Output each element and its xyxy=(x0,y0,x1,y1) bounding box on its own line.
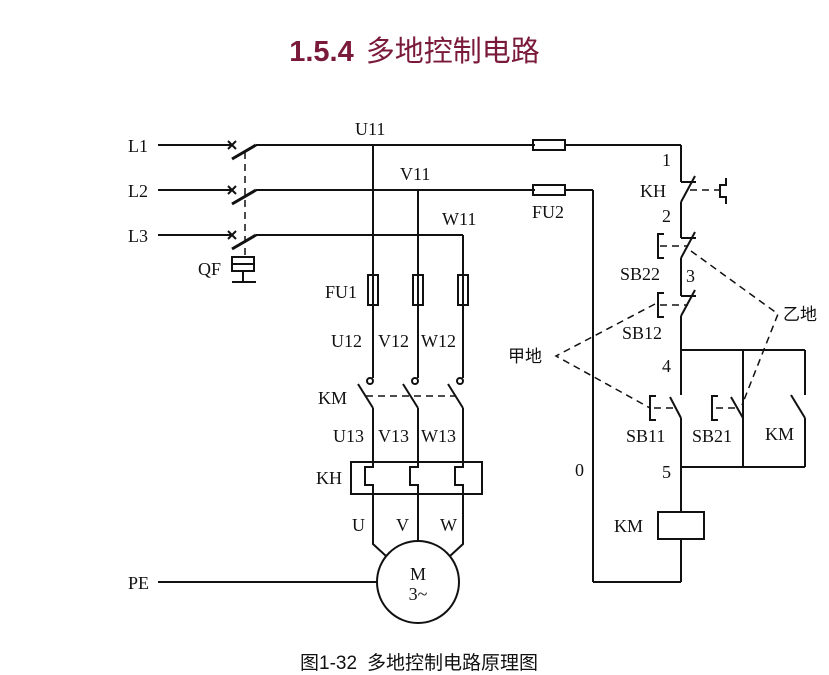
label-l2: L2 xyxy=(128,181,148,201)
wire-w xyxy=(449,494,464,557)
label-w11: W11 xyxy=(442,209,476,229)
kh-element xyxy=(364,462,374,494)
sb22-button-icon xyxy=(657,233,664,259)
label-km-coil: KM xyxy=(614,516,643,536)
label-km-main: KM xyxy=(318,388,347,408)
label-l3: L3 xyxy=(128,226,148,246)
page-title: 1.5.4 多地控制电路 xyxy=(0,28,829,70)
location-b-pointer xyxy=(690,250,779,406)
figure-caption: 图1-32 多地控制电路原理图 xyxy=(300,648,538,675)
label-fu1: FU1 xyxy=(325,282,357,302)
kh-thermal-actuator xyxy=(719,178,727,204)
breaker-blade xyxy=(231,143,257,161)
phase-inputs: L1 L2 L3 xyxy=(128,136,232,246)
figure-title: 多地控制电路原理图 xyxy=(367,652,539,674)
figure-number: 图1-32 xyxy=(300,653,358,674)
breaker-qf: QF xyxy=(198,140,257,283)
km-aux-blade xyxy=(790,394,806,419)
label-node-0: 0 xyxy=(575,460,584,480)
label-qf: QF xyxy=(198,259,221,279)
label-location-b: 乙地 xyxy=(783,305,817,325)
breaker-x-mark xyxy=(227,185,237,195)
label-w: W xyxy=(440,515,457,535)
contact-blade xyxy=(402,383,419,409)
motor-sub-label: 3~ xyxy=(409,584,428,604)
motor-label: M xyxy=(410,564,426,584)
fuse-fu1: FU1 xyxy=(325,274,469,306)
contact-blade xyxy=(357,383,374,409)
label-sb21: SB21 xyxy=(692,426,732,446)
label-w12: W12 xyxy=(421,331,456,351)
wire-u xyxy=(372,494,387,557)
contact-terminal xyxy=(366,377,374,385)
label-v11: V11 xyxy=(400,164,430,184)
breaker-x-mark xyxy=(227,140,237,150)
label-u: U xyxy=(352,515,365,535)
kh-element xyxy=(409,462,419,494)
sb21-button-icon xyxy=(711,395,718,421)
breaker-x-mark xyxy=(227,230,237,240)
label-fu2: FU2 xyxy=(532,202,564,222)
label-l1: L1 xyxy=(128,136,148,156)
label-km-aux: KM xyxy=(765,424,794,444)
label-v12: V12 xyxy=(378,331,409,351)
sb12-blade xyxy=(680,289,696,317)
label-w13: W13 xyxy=(421,426,456,446)
section-number: 1.5.4 xyxy=(289,36,354,68)
sb11-blade xyxy=(669,396,682,419)
fuse-fu2-top xyxy=(532,139,566,151)
label-node-1: 1 xyxy=(662,150,671,170)
label-v: V xyxy=(396,515,409,535)
thermal-relay-kh: KH xyxy=(316,461,483,495)
kh-element xyxy=(454,462,464,494)
label-node-2: 2 xyxy=(662,206,671,226)
label-sb22: SB22 xyxy=(620,264,660,284)
label-location-a: 甲地 xyxy=(508,347,542,367)
label-node-4: 4 xyxy=(662,356,671,376)
main-bus: U11 V11 W11 xyxy=(256,119,535,275)
km-coil xyxy=(657,511,705,540)
breaker-blade xyxy=(231,233,257,251)
label-kh-main: KH xyxy=(316,468,342,488)
contact-terminal xyxy=(456,377,464,385)
sb22-blade xyxy=(680,231,696,259)
label-node-5: 5 xyxy=(662,462,671,482)
label-node-3: 3 xyxy=(686,266,695,286)
breaker-blade xyxy=(231,188,257,206)
motor: U V W M 3~ PE xyxy=(128,494,464,624)
wires-to-km: U12 V12 W12 xyxy=(331,305,464,378)
kh-nc-blade xyxy=(680,175,696,203)
label-sb11: SB11 xyxy=(626,426,665,446)
fuse-fu2-bottom xyxy=(532,184,566,196)
label-pe: PE xyxy=(128,573,149,593)
label-u12: U12 xyxy=(331,331,362,351)
label-v13: V13 xyxy=(378,426,409,446)
label-sb12: SB12 xyxy=(622,323,662,343)
contact-terminal xyxy=(411,377,419,385)
sb12-button-icon xyxy=(657,292,664,318)
section-title: 多地控制电路 xyxy=(365,34,540,68)
location-a-pointer xyxy=(554,303,656,409)
label-kh-contact: KH xyxy=(640,181,666,201)
contactor-km-main: KM U13 V13 W13 xyxy=(318,377,464,462)
control-circuit: FU2 1 0 KH 2 SB22 3 SB12 4 xyxy=(508,139,817,583)
sb21-blade xyxy=(730,396,744,419)
kh-box xyxy=(350,461,483,495)
label-u13: U13 xyxy=(333,426,364,446)
label-u11: U11 xyxy=(355,119,385,139)
